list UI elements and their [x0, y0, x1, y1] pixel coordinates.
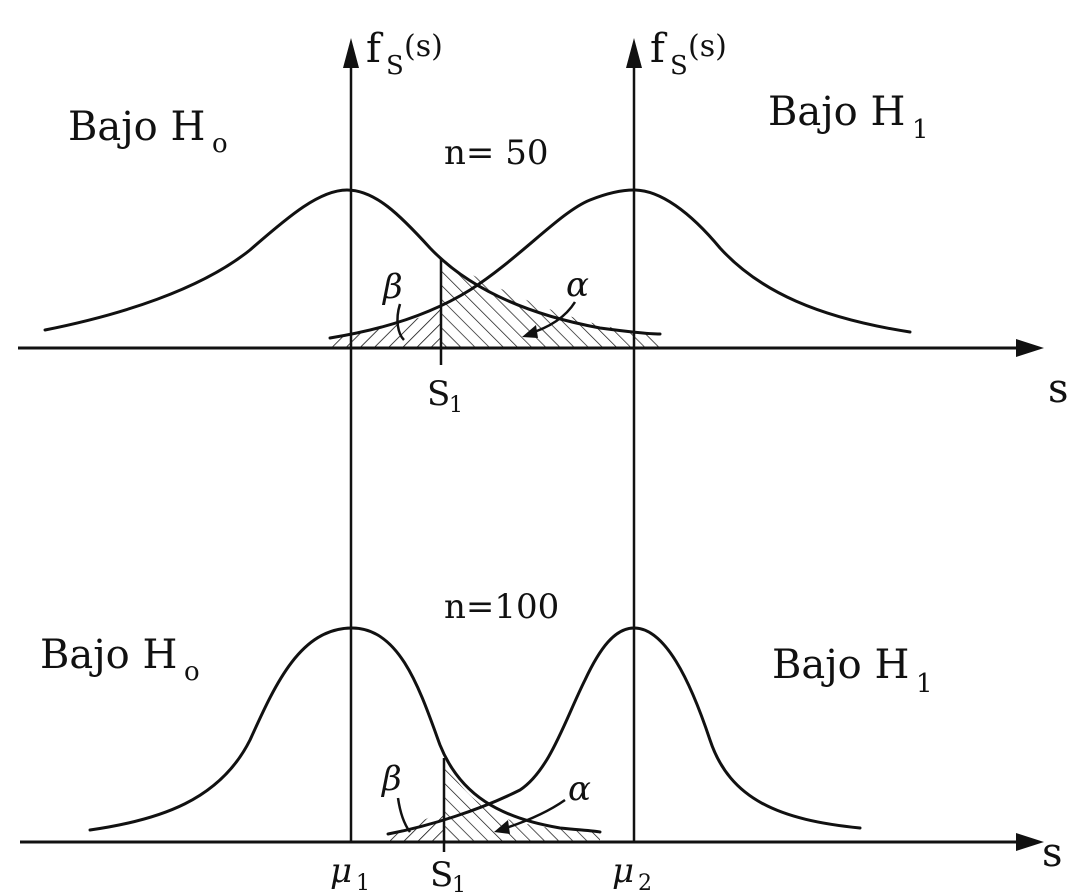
alpha-arrowhead-bottom: [494, 820, 510, 834]
svg-text:Bajo H: Bajo H: [772, 642, 909, 688]
svg-text:o: o: [184, 657, 200, 687]
panel-top: s S 1 β α Bajo H o Bajo H 1 n= 50: [18, 89, 1068, 418]
h1-label-bottom: Bajo H 1: [772, 642, 933, 699]
x-axis-label-bottom: s: [1042, 830, 1063, 876]
alpha-label-bottom: α: [568, 769, 591, 809]
svg-text:(s): (s): [688, 29, 727, 64]
svg-text:2: 2: [638, 871, 652, 892]
beta-label-top: β: [381, 267, 403, 307]
mu1-label: μ 1: [330, 851, 370, 892]
h0-density-curve-bottom: [88, 626, 602, 834]
svg-text:o: o: [212, 129, 228, 159]
sample-size-label-top: n= 50: [444, 133, 548, 173]
svg-text:Bajo H: Bajo H: [68, 104, 205, 150]
beta-region-bottom: [388, 808, 444, 842]
beta-label-bottom: β: [380, 759, 402, 799]
alpha-region-top: [441, 258, 660, 348]
h0-label-top: Bajo H o: [68, 104, 228, 159]
svg-text:S: S: [427, 374, 450, 414]
alpha-arrowhead-top: [522, 325, 538, 338]
sample-size-label-bottom: n=100: [444, 587, 559, 627]
svg-text:1: 1: [912, 115, 929, 145]
y-axis-arrowhead-left: [343, 38, 359, 68]
y-axis-label-right: f S (s): [650, 26, 727, 81]
h0-label-bottom: Bajo H o: [40, 632, 200, 687]
h1-label-top: Bajo H 1: [768, 89, 929, 145]
svg-text:Bajo H: Bajo H: [768, 89, 905, 135]
alpha-label-top: α: [566, 265, 589, 305]
alpha-region-bottom: [444, 760, 600, 842]
svg-text:1: 1: [452, 873, 466, 892]
svg-text:S: S: [430, 855, 453, 892]
svg-text:f: f: [650, 26, 668, 72]
svg-text:1: 1: [356, 871, 370, 892]
svg-text:S: S: [386, 51, 404, 81]
svg-text:μ: μ: [612, 851, 634, 891]
y-axis-arrowhead-right: [626, 38, 642, 68]
threshold-label-bottom: S 1: [430, 855, 466, 892]
svg-text:1: 1: [916, 669, 933, 699]
svg-text:μ: μ: [330, 851, 352, 891]
beta-arrow-top: [396, 303, 405, 341]
svg-text:f: f: [366, 26, 384, 72]
panel-bottom: s S 1 μ 1 μ 2 β α Bajo H o Bajo H: [20, 587, 1063, 892]
svg-text:(s): (s): [404, 29, 443, 64]
h0-density-curve-top: [43, 188, 662, 336]
x-axis-arrowhead-bottom: [1016, 833, 1044, 851]
svg-text:S: S: [670, 51, 688, 81]
mu2-label: μ 2: [612, 851, 652, 892]
threshold-label-top: S 1: [427, 374, 463, 418]
h1-density-curve-top: [328, 188, 912, 340]
beta-region-top: [330, 308, 441, 348]
y-axis-label-left: f S (s): [366, 26, 443, 81]
h1-density-curve-bottom: [386, 626, 862, 836]
x-axis-label-top: s: [1048, 366, 1068, 412]
svg-text:1: 1: [449, 393, 463, 418]
x-axis-arrowhead-top: [1016, 339, 1044, 357]
beta-arrow-bottom: [396, 797, 412, 833]
svg-text:Bajo H: Bajo H: [40, 632, 177, 678]
